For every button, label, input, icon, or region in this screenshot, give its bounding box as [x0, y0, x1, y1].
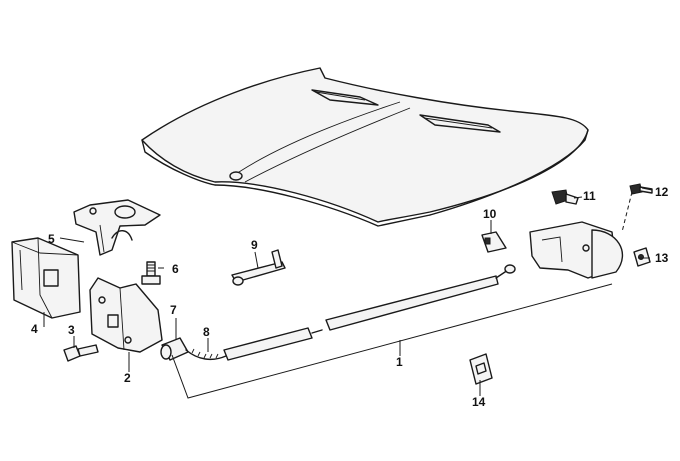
callout-14: 14 [472, 395, 486, 409]
part-1-bowden-cable [223, 264, 516, 361]
callout-13: 13 [655, 251, 669, 265]
part-10-clip [481, 231, 507, 253]
callout-9: 9 [251, 238, 258, 252]
part-7-cable-end [160, 337, 189, 361]
part-5-latch-bracket [73, 199, 161, 256]
part-14-clip [469, 353, 493, 385]
callout-8: 8 [203, 325, 210, 339]
part-4-insulator [11, 237, 81, 319]
part-11-screw [551, 189, 579, 205]
leader-lines [43, 187, 653, 399]
callout-10: 10 [483, 207, 497, 221]
part-13-nut [633, 247, 651, 267]
hood-panel [141, 67, 589, 227]
callout-7: 7 [170, 303, 177, 317]
callout-labels: 1 2 3 4 5 6 7 8 9 10 11 12 13 14 [31, 185, 669, 409]
callout-6: 6 [172, 262, 179, 276]
callout-1: 1 [396, 355, 403, 369]
release-bracket [529, 221, 623, 279]
callout-5: 5 [48, 232, 55, 246]
callout-11: 11 [583, 189, 596, 203]
callout-3: 3 [68, 323, 75, 337]
callout-4: 4 [31, 322, 38, 336]
part-3-bolt [63, 344, 99, 362]
part-9-lever [231, 249, 286, 286]
part-8-cable-spiral [185, 348, 227, 361]
callout-2: 2 [124, 371, 131, 385]
callout-12: 12 [655, 185, 669, 199]
part-6-bolt [141, 261, 161, 285]
part-2-lock-plate [89, 277, 163, 353]
